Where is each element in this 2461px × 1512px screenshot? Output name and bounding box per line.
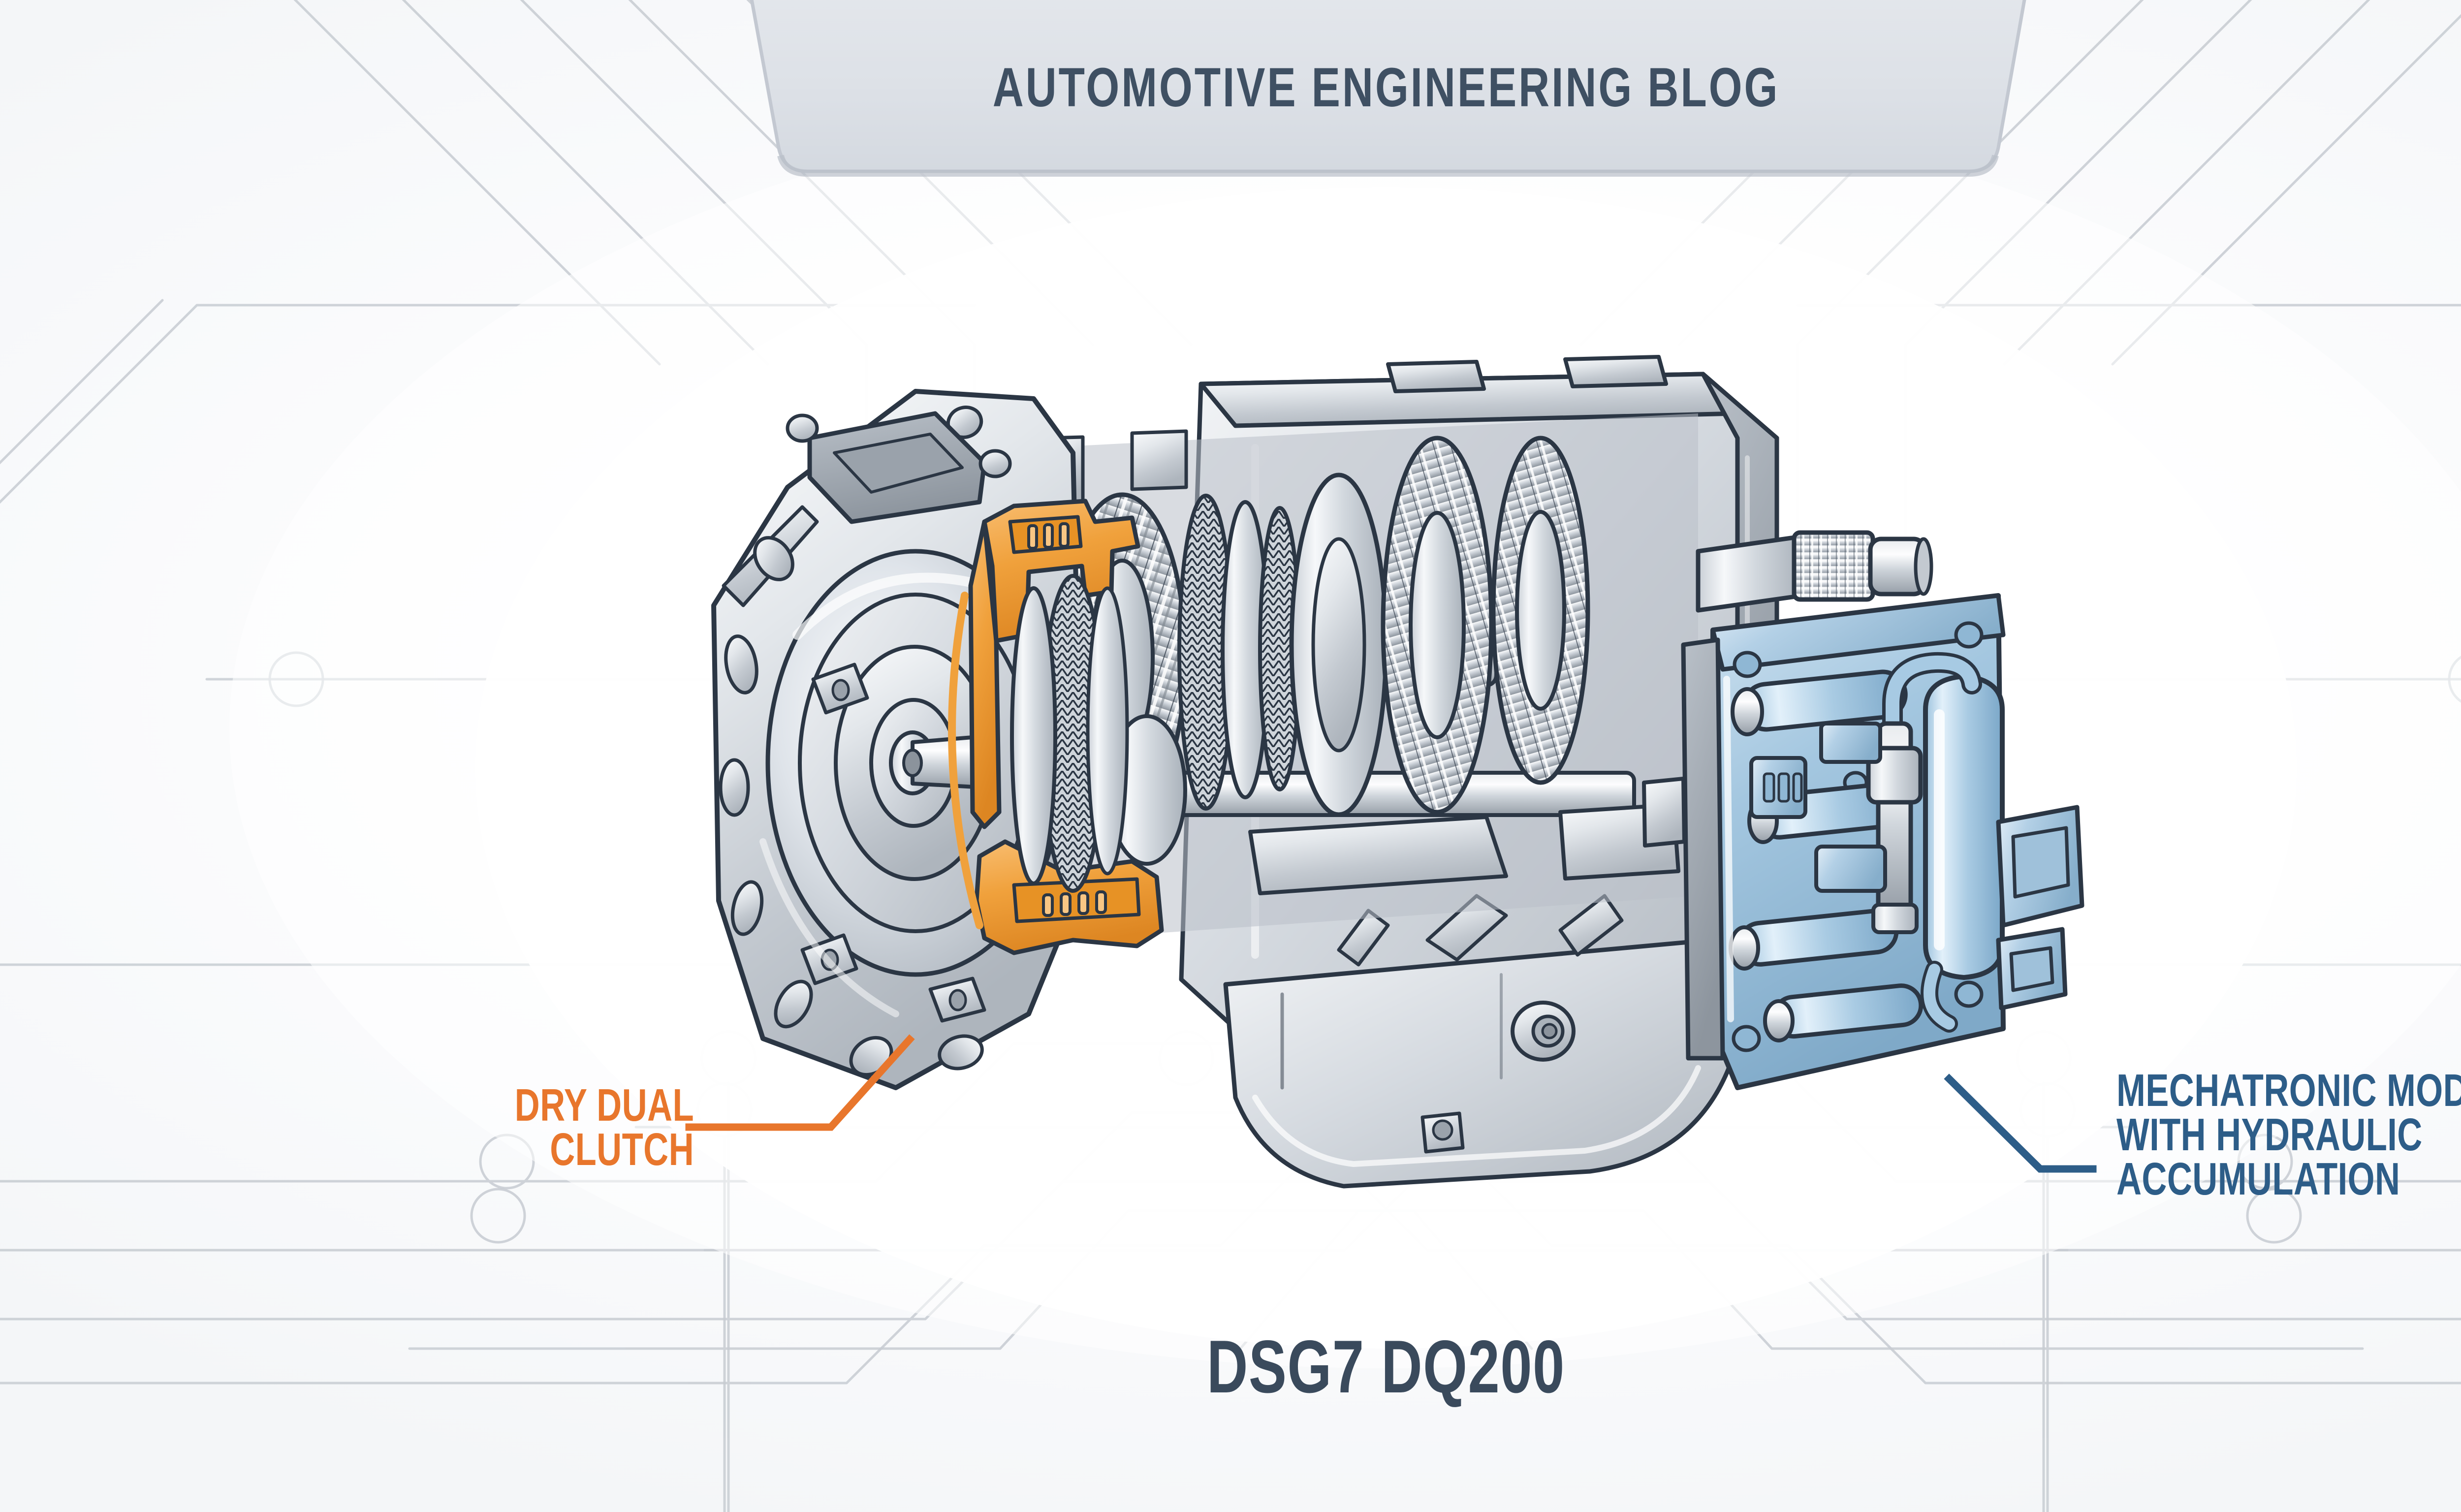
callout-clutch-line-2: CLUTCH (550, 1124, 694, 1175)
page-title: DSG7 DQ200 (0, 1324, 2461, 1410)
output-shaft-splined (1696, 530, 1933, 613)
mechatronic-valve-body (1710, 593, 2084, 1090)
electrical-connector (1996, 805, 2084, 1010)
callout-mech-line-3: ACCUMULATION (2116, 1153, 2400, 1205)
header-banner: AUTOMOTIVE ENGINEERING BLOG (0, 0, 2461, 197)
callout-mechatronic-module: MECHATRONIC MODULE WITH HYDRAULIC ACCUMU… (2116, 1065, 2461, 1205)
gear-pair-4 (1491, 436, 1590, 785)
callout-dry-dual-clutch: DRY DUAL CLUTCH (197, 1079, 694, 1175)
callout-mech-line-2: WITH HYDRAULIC (2116, 1109, 2423, 1161)
synchronizer-rings (1177, 494, 1301, 811)
gear-pair-2 (1289, 472, 1388, 817)
gear-pair-3 (1381, 436, 1494, 815)
transmission-cutaway-illustration (711, 355, 2084, 1189)
hydraulic-accumulator (1882, 652, 2005, 1033)
banner-title-text: AUTOMOTIVE ENGINEERING BLOG (992, 57, 1780, 118)
callout-clutch-line-1: DRY DUAL (514, 1079, 694, 1131)
dry-dual-clutch-pack (948, 499, 1164, 955)
page-title-text: DSG7 DQ200 (1207, 1325, 1565, 1409)
callout-mech-line-1: MECHATRONIC MODULE (2116, 1065, 2461, 1116)
